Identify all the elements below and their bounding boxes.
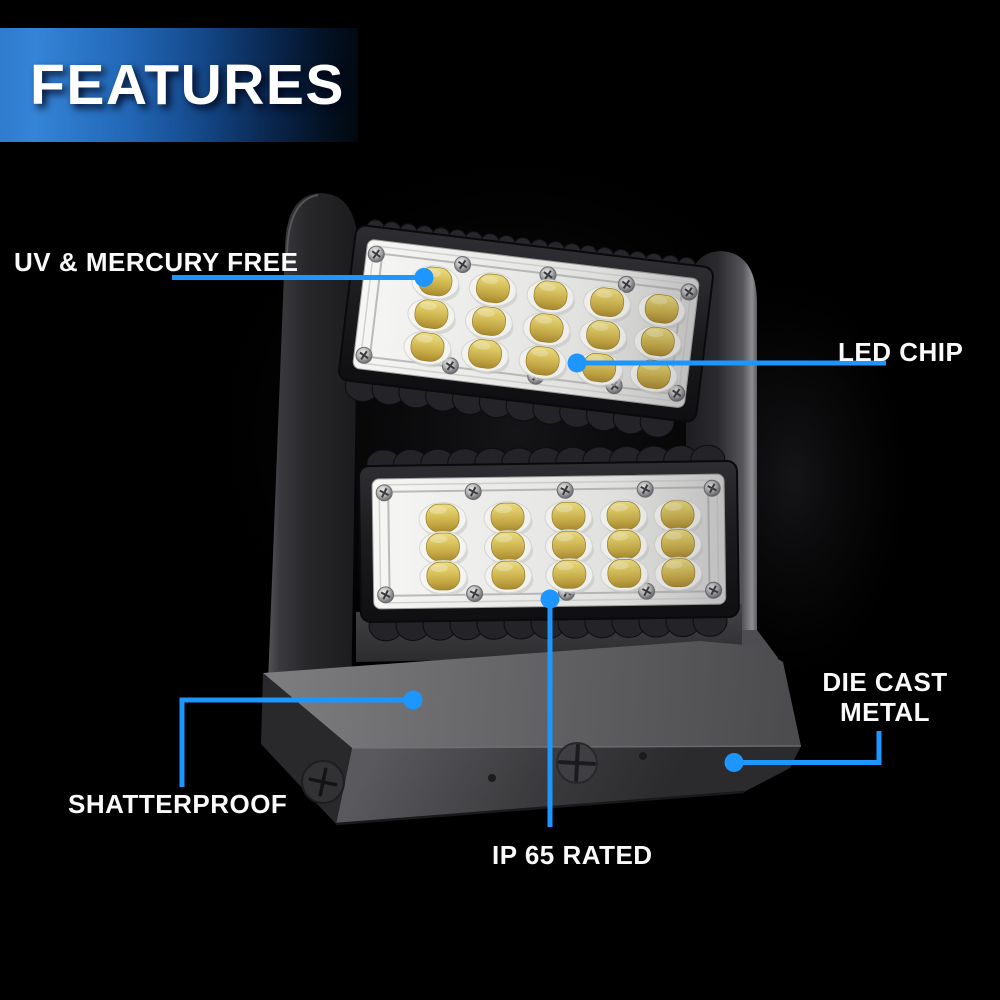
- base-pilot-hole-right: [639, 752, 647, 760]
- callout-label-uv-mercury-free: UV & MERCURY FREE: [14, 247, 299, 277]
- base-pilot-hole-left: [488, 774, 496, 782]
- base-center-screw-boss: [556, 742, 598, 784]
- callout-label-die-cast-metal: DIE CAST METAL: [822, 667, 948, 727]
- callout-label-ip65-rated: IP 65 RATED: [492, 840, 653, 870]
- led-module-bottom: [357, 444, 740, 642]
- mounting-base: [261, 641, 802, 826]
- callout-dot-led-chip: [567, 353, 587, 373]
- callout-lines: [172, 275, 886, 827]
- base-left-screw: [301, 760, 345, 804]
- callout-dot-uv-mercury-free: [414, 268, 434, 287]
- callout-label-shatterproof: SHATTERPROOF: [68, 789, 288, 819]
- base-bottom-edge: [335, 790, 745, 826]
- base-front-face: [336, 746, 801, 824]
- callout-dot-ip65-rated: [540, 589, 560, 609]
- left-arm: [267, 193, 358, 708]
- features-banner: FEATURES: [0, 28, 358, 142]
- banner-title: FEATURES: [30, 53, 345, 117]
- callout-label-led-chip: LED CHIP: [838, 337, 964, 367]
- callout-line-shatterproof: [179, 697, 413, 787]
- panel-shade: [372, 474, 726, 609]
- callout-line-die-cast-metal: [736, 731, 882, 765]
- callout-dot-shatterproof: [403, 690, 423, 710]
- base-top-face: [263, 641, 801, 748]
- callout-dot-die-cast-metal: [724, 753, 744, 772]
- callout-dots: [403, 268, 744, 772]
- left-arm-rim-highlight: [286, 194, 319, 256]
